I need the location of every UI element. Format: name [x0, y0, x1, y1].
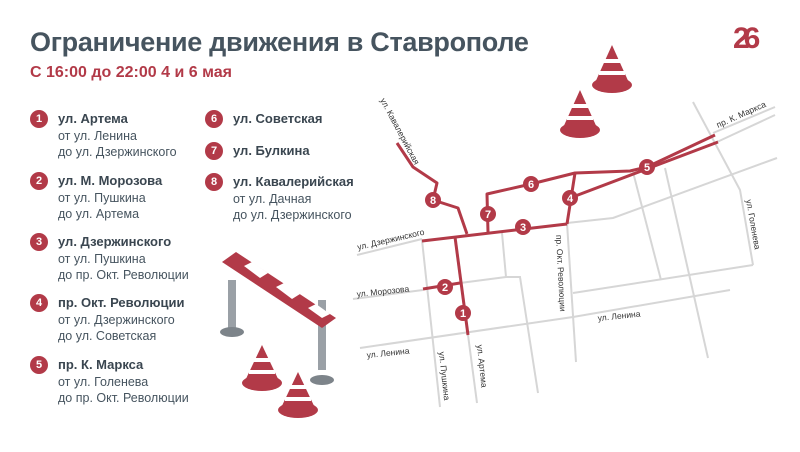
svg-text:2: 2	[442, 282, 448, 294]
marker-2: 2	[437, 279, 453, 295]
marker-3: 3	[515, 219, 531, 235]
marker-5: 5	[639, 159, 655, 175]
barrier-illustration	[220, 252, 336, 385]
to-text: до ул. Дзержинского	[233, 208, 352, 222]
number-badge: 4	[30, 294, 48, 312]
number-badge: 8	[205, 173, 223, 191]
number-badge: 3	[30, 233, 48, 251]
svg-text:4: 4	[567, 193, 574, 205]
to-text: до ул. Дзержинского	[58, 145, 177, 159]
from-text: от ул. Голенева	[58, 375, 149, 389]
from-text: от ул. Дзержинского	[58, 313, 175, 327]
number-badge: 1	[30, 110, 48, 128]
number-badge: 7	[205, 142, 223, 160]
to-text: до ул. Советская	[58, 329, 157, 343]
to-text: до пр. Окт. Революции	[58, 391, 189, 405]
street-name: ул. Дзержинского	[58, 234, 172, 249]
marker-6: 6	[523, 176, 539, 192]
to-text: до пр. Окт. Революции	[58, 268, 189, 282]
svg-text:8: 8	[430, 195, 436, 207]
number-badge: 6	[205, 110, 223, 128]
grey-streets	[352, 101, 778, 408]
from-text: от ул. Пушкина	[58, 252, 146, 266]
cone-icons	[242, 45, 632, 418]
street-name: ул. Советская	[233, 111, 323, 126]
from-text: от ул. Дачная	[233, 192, 312, 206]
to-text: до ул. Артема	[58, 207, 140, 221]
street-name: ул. Артема	[58, 111, 128, 126]
street-label: ул. Морозова	[356, 284, 410, 299]
svg-text:3: 3	[520, 222, 526, 234]
street-label: пр. Окт. Революции	[554, 235, 568, 313]
svg-text:7: 7	[485, 209, 491, 221]
route-markers: 1 2 3 4 5 6 7 8	[425, 159, 655, 321]
street-label: ул. Кавалерийская	[378, 96, 422, 166]
svg-text:5: 5	[644, 162, 650, 174]
number-badge: 2	[30, 172, 48, 190]
svg-text:6: 6	[528, 179, 534, 191]
from-text: от ул. Пушкина	[58, 191, 146, 205]
street-label: ул. Дзержинского	[356, 227, 425, 252]
street-name: ул. Булкина	[233, 143, 310, 158]
svg-text:1: 1	[460, 308, 466, 320]
street-label: ул. Ленина	[597, 309, 641, 323]
marker-8: 8	[425, 192, 441, 208]
street-name: ул. М. Морозова	[58, 173, 163, 188]
number-badge: 5	[30, 356, 48, 374]
street-name: пр. К. Маркса	[58, 357, 144, 372]
marker-4: 4	[562, 190, 578, 206]
street-name: ул. Кавалерийская	[233, 174, 354, 189]
from-text: от ул. Ленина	[58, 129, 137, 143]
time-subtitle: С 16:00 до 22:00 4 и 6 мая	[30, 64, 232, 81]
marker-7: 7	[480, 206, 496, 222]
street-label: ул. Ленина	[366, 346, 410, 360]
street-label: ул. Артема	[475, 344, 489, 388]
page-title: Ограничение движения в Ставрополе	[30, 27, 529, 57]
street-name: пр. Окт. Революции	[58, 295, 185, 310]
marker-1: 1	[455, 305, 471, 321]
